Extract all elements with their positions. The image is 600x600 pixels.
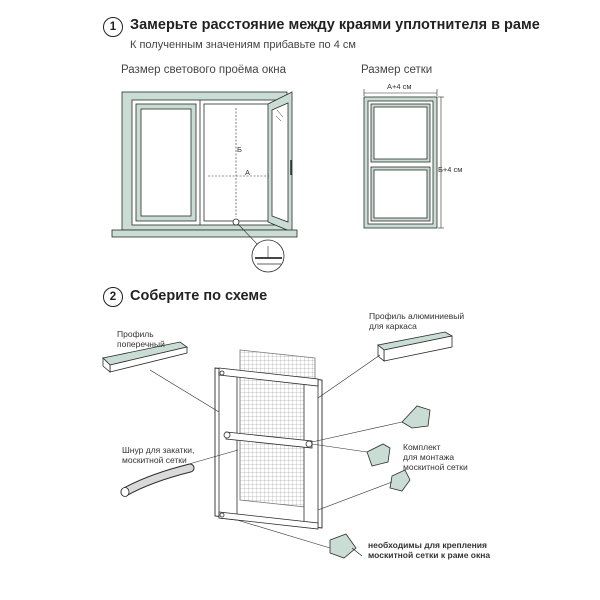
window-dimension-b: Б <box>237 145 242 154</box>
net-dimension-a: А+4 см <box>387 82 412 91</box>
net-drawing <box>363 89 444 229</box>
step-2-title: Соберите по схеме <box>130 288 268 304</box>
step-1-title: Замерьте расстояние между краями уплотни… <box>130 17 540 33</box>
step-2-number: 2 <box>103 287 123 307</box>
net-caption: Размер сетки <box>361 64 433 76</box>
mounting-note: необходимы для крепления москитной сетки… <box>368 540 491 560</box>
assembly-drawing <box>102 331 454 559</box>
step-1-subtitle: К полученным значениям прибавьте по 4 см <box>130 39 356 51</box>
label-mounting-kit: Комплект для монтажа москитной сетки <box>403 442 468 472</box>
window-drawing <box>111 91 298 273</box>
window-caption: Размер светового проёма окна <box>121 64 286 76</box>
step-1-number: 1 <box>103 17 123 37</box>
label-cross-profile: Профиль поперечный <box>117 329 165 349</box>
label-aluminum-profile: Профиль алюминиевый для каркаса <box>369 311 465 331</box>
label-cord: Шнур для закатки, москитной сетки <box>122 445 195 465</box>
window-dimension-a: А <box>245 168 251 177</box>
net-dimension-b: Б+4 см <box>438 165 463 174</box>
